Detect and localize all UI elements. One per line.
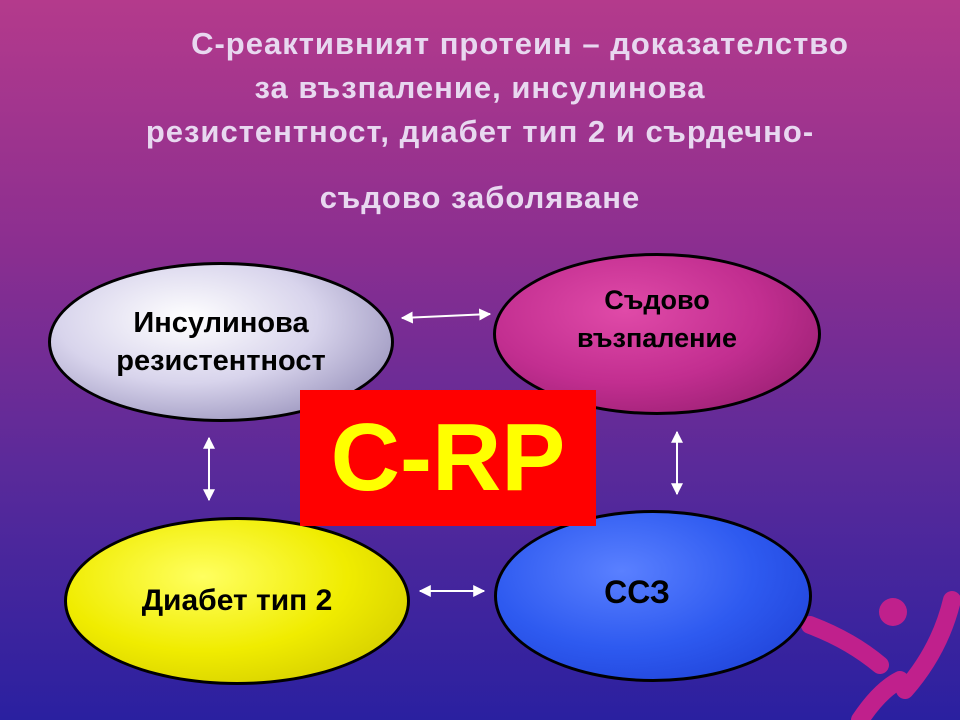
node-insulin-resistance-line2: резистентност (116, 345, 326, 377)
arrow-ir-vi (400, 308, 492, 324)
title-line-3: резистентност, диабет тип 2 и сърдечно- (145, 114, 815, 149)
slide-title: С-реактивният протеин – доказателство за… (40, 22, 920, 220)
node-cvd-label: ССЗ (604, 573, 670, 610)
node-diabetes: Диабет тип 2 (64, 517, 410, 685)
node-insulin-resistance: Инсулинова резистентност (48, 262, 394, 422)
title-line-4: съдово заболяване (319, 180, 641, 215)
title-line-1: С-реактивният протеин – доказателство (191, 26, 849, 61)
center-crp-label: C-RP (330, 404, 566, 511)
title-line-2: за възпаление, инсулинова (254, 70, 706, 105)
center-crp-box: C-RP (300, 390, 596, 526)
node-insulin-resistance-line1: Инсулинова (133, 307, 309, 339)
node-vascular-inflammation: Съдово възпаление (493, 253, 821, 415)
node-vascular-inflammation-line2: възпаление (576, 323, 738, 353)
logo-figure-icon (801, 591, 960, 720)
node-cvd: ССЗ (494, 510, 812, 682)
node-vascular-inflammation-line1: Съдово (604, 285, 710, 315)
node-diabetes-label: Диабет тип 2 (141, 584, 333, 617)
